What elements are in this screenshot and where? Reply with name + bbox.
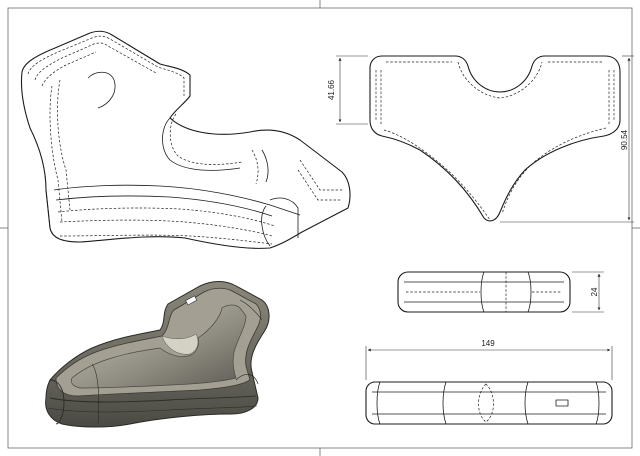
isometric-wireframe-view xyxy=(20,30,351,249)
dimension-149: 149 xyxy=(481,339,495,348)
side-view: 24 xyxy=(397,271,604,313)
front-view: 41.66 90.54 xyxy=(327,55,634,223)
dimension-24: 24 xyxy=(590,287,599,296)
bottom-view: 149 xyxy=(365,339,613,425)
shaded-3d-render xyxy=(45,281,270,428)
dimension-90-54: 90.54 xyxy=(620,129,629,150)
dimension-41-66: 41.66 xyxy=(327,79,336,100)
